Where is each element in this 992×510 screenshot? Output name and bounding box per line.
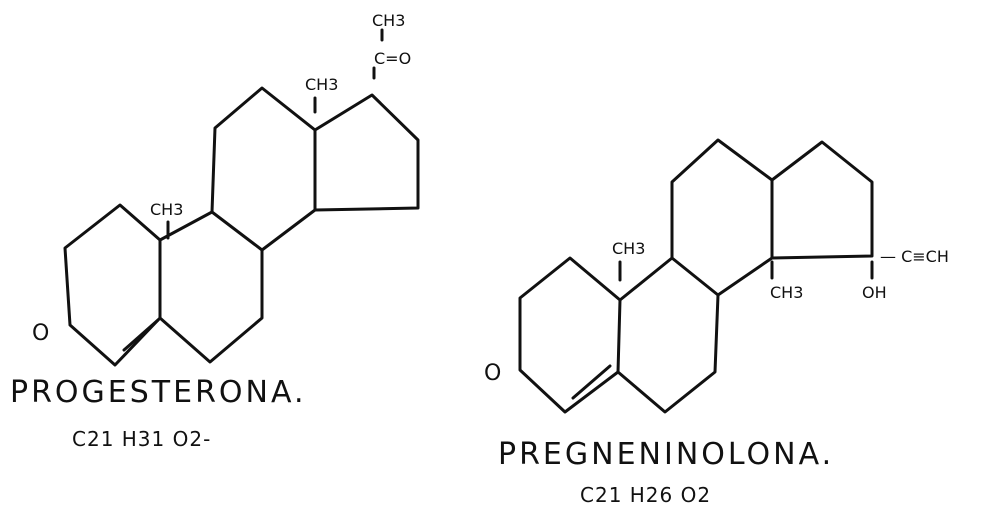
progesterone-name: PROGESTERONA. [10, 375, 307, 410]
pregneninolone-hydroxyl-label: OH [862, 283, 887, 302]
pregneninolone-ring-d [770, 140, 874, 260]
pregneninolone-ring-a [518, 256, 622, 414]
progesterone-methyl-c10-label: CH3 [150, 200, 183, 219]
progesterone-side-chain-methyl-label: CH3 [372, 11, 405, 30]
pregneninolone-methyl-c10-label: CH3 [612, 239, 645, 258]
pregneninolone-oxygen-label: O [484, 361, 501, 386]
progesterone-ring-d [313, 93, 420, 212]
pregneninolone-double-bond [571, 364, 612, 400]
progesterone-oxygen-label: O [32, 321, 49, 346]
pregneninolone-formula: C21 H26 O2 [580, 483, 711, 507]
progesterone-structure: O CH3 CH3 CH3 C=O PROGESTERONA. C21 H31 … [10, 11, 420, 451]
progesterone-ring-a [63, 203, 162, 367]
pregneninolone-ring-c [670, 138, 774, 297]
progesterone-ketone-label: C=O [374, 49, 411, 68]
progesterone-ring-c [210, 86, 317, 252]
pregneninolone-methyl-c13-label: CH3 [770, 283, 803, 302]
pregneninolone-ethynyl-label: — C≡CH [880, 247, 949, 266]
pregneninolone-structure: O CH3 CH3 OH — C≡CH PREGNENINOLONA. C21 … [484, 138, 949, 507]
progesterone-ring-b [158, 210, 264, 364]
progesterone-double-bond [122, 318, 160, 352]
pregneninolone-name: PREGNENINOLONA. [498, 437, 834, 472]
progesterone-formula: C21 H31 O2- [72, 427, 211, 451]
progesterone-methyl-c13-label: CH3 [305, 75, 338, 94]
pregneninolone-ring-b [616, 256, 720, 414]
